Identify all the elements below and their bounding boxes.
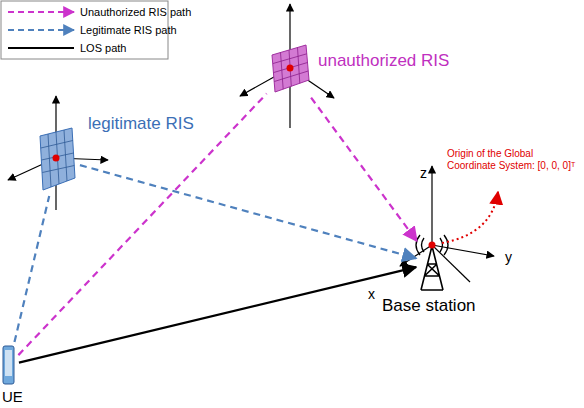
path-connector [19,267,416,363]
path-connector [311,98,417,241]
legend-sample [8,11,74,13]
ue-phone-icon [3,346,14,384]
legend-text: Unauthorized RIS path [80,5,191,19]
ris-node: legitimate RIS [38,124,78,194]
path-connector [14,196,49,342]
path-connector [80,165,416,258]
axis-label: x [368,286,375,303]
node-label: unauthorized RIS [318,51,449,71]
path-connector [18,94,266,355]
axis-label: y [505,249,512,266]
axis-label: z [420,165,427,182]
node-label: UE [2,388,23,405]
ue-node: UE [1,344,17,386]
legend-text: LOS path [80,41,126,55]
node-label: Base station [382,296,476,316]
legitimate-ris-icon [8,96,108,210]
origin-note: Origin of the Global Coordinate System: … [447,148,581,172]
base-station-node: Base station [418,234,448,292]
legend-sample [8,29,74,31]
base-station-icon [400,166,498,290]
legend-text: Legitimate RIS path [80,23,177,37]
node-label: legitimate RIS [88,114,194,134]
ris-node: unauthorized RIS [268,42,312,96]
legend-sample [8,47,74,49]
